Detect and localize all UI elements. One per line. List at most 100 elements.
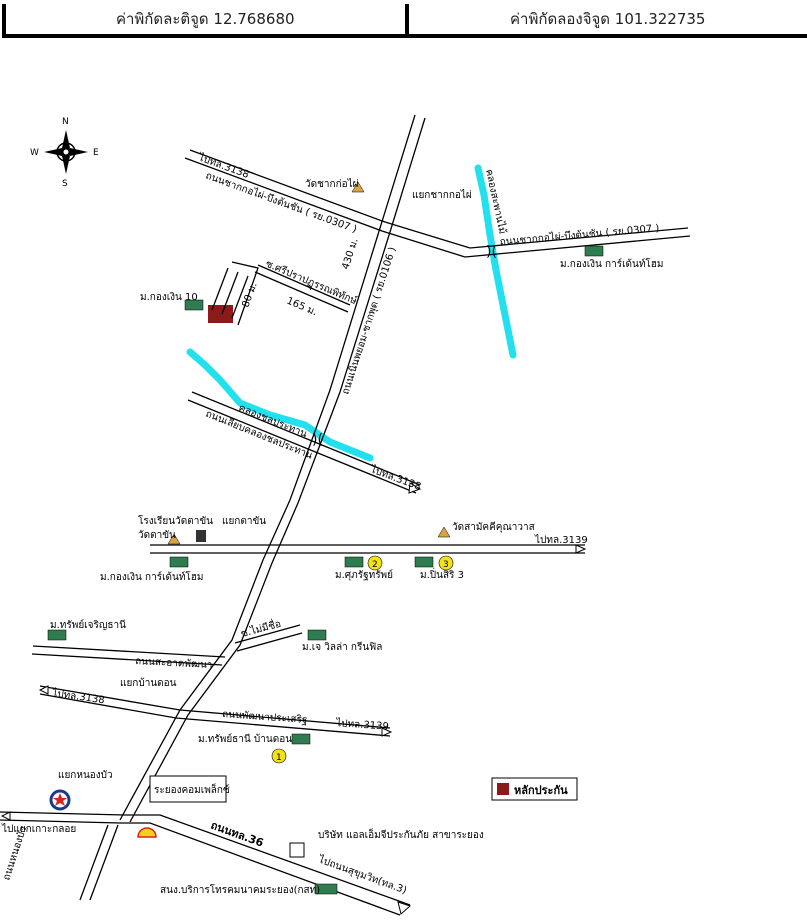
label-road-chakkokai-e: ถนนชากกอไผ่-บึงต้นชัน ( รย.0307 ) — [499, 222, 660, 248]
label-road-36: ถนนทล.36 — [209, 819, 266, 850]
bridge-east-icon: )( — [486, 244, 497, 260]
marker-3-label: 3 — [443, 560, 449, 570]
label-village-garden-w: ม.กองเงิน การ์เด้นท์โฮม — [100, 570, 203, 583]
label-to-taphut: ไปแยกเกาะกลอย — [1, 823, 76, 835]
temple-icon — [437, 526, 451, 538]
label-village-kongngoen-10: ม.กองเงิน 10 — [140, 292, 198, 303]
label-to-3138-left: ไปทล.3138 — [51, 687, 106, 706]
label-road-sahakan: ถนนสะอาดพัฒนา — [135, 656, 213, 671]
label-to-3139-low: ไปทล.3139 — [335, 717, 389, 733]
marker-3 — [438, 555, 454, 571]
label-junction-chakkokai: แยกชากกอไผ่ — [412, 189, 472, 201]
label-to-3138-mid: ไปทล.3138 — [368, 463, 423, 493]
soi-maidaeng-south — [236, 632, 303, 652]
arrow-taphut-icon — [0, 811, 11, 821]
soi-south-edge — [254, 271, 349, 313]
collateral-plot — [208, 305, 233, 323]
label-wat-samakkhi: วัดสามัคคีคุณาวาส — [452, 521, 535, 533]
label-company: บริษัท แอลเอ็มจีประกันภัย สาขาระยอง — [318, 827, 484, 841]
caltex-star-icon — [53, 793, 67, 806]
compass-rose-icon — [44, 130, 88, 174]
label-village-sap-charoen: ม.ทรัพย์เจริญธานี — [50, 619, 126, 631]
bridge-west-icon: )( — [312, 432, 323, 448]
marker-2 — [367, 555, 383, 571]
house-icon — [414, 556, 434, 568]
marker-1 — [271, 748, 287, 764]
house-icon — [307, 629, 327, 641]
house-icon — [344, 556, 364, 568]
road-chakkokai-north — [189, 149, 471, 249]
road-nongbua-west — [79, 824, 109, 901]
coordinate-bar: ค่าพิกัดละติจูด 12.768680 ค่าพิกัดลองจิจ… — [2, 4, 807, 38]
main-road-west-edge — [119, 114, 416, 821]
temple-icon — [167, 533, 181, 545]
company-marker-icon — [289, 842, 305, 858]
label-village-pinsiri: ม.ปิ่นสิริ 3 — [420, 567, 464, 581]
soi-vertical — [231, 261, 259, 326]
legend-swatch — [497, 783, 509, 795]
label-village-kulrat: ม.ศุภรัฐทรัพย์ — [335, 569, 393, 581]
rayong-complex-box — [149, 775, 227, 803]
road-canal-south — [187, 399, 417, 494]
marker-2-label: 2 — [372, 560, 378, 570]
arrow-3138-left-icon — [38, 685, 49, 695]
label-junction-bandon: แยกบ้านดอน — [120, 677, 177, 689]
arrow-sukhumvit-icon — [397, 901, 411, 915]
main-road-east-edge — [129, 117, 426, 823]
house-icon — [584, 245, 604, 257]
label-village-villa: ม.เจ วิลล่า กรีนฟิล — [302, 641, 382, 653]
label-dist-430: 430 ม. — [340, 237, 360, 271]
road-phatthana-south — [39, 693, 391, 737]
arrow-3139-icon — [575, 544, 587, 554]
road-chakkokai-east-south — [464, 235, 691, 258]
house-icon — [184, 299, 204, 311]
road-sahakan-south — [31, 653, 223, 666]
temple-icon — [351, 181, 365, 193]
plot-line-c — [231, 275, 249, 319]
compass-s: S — [62, 179, 68, 189]
longitude-cell: ค่าพิกัดลองจิจูด 101.322735 — [510, 10, 706, 28]
legend-label: หลักประกัน — [514, 784, 568, 797]
road-chakkokai-south — [184, 157, 466, 258]
label-dist-80: 80 ม. — [240, 281, 259, 309]
road-36-south — [0, 819, 401, 916]
marker-1-label: 1 — [276, 753, 282, 763]
road-sahakan-north — [32, 645, 226, 658]
legend-box — [491, 777, 578, 801]
house-icon — [47, 629, 67, 641]
road-canal-north — [191, 391, 421, 486]
house-icon — [169, 556, 189, 568]
canal-west-river — [186, 348, 374, 462]
plot-line-b — [221, 271, 239, 315]
house-icon — [291, 733, 311, 745]
soi-north-edge — [257, 264, 351, 306]
label-dist-165: 165 ม. — [285, 296, 319, 319]
compass-w: W — [30, 148, 39, 158]
road-36-north — [0, 811, 411, 906]
soi-maidaeng-north — [234, 624, 301, 644]
compass-e: E — [93, 148, 99, 158]
rayong-complex-label: ระยองคอมเพล็กซ์ — [154, 782, 230, 796]
label-tot: สนง.บริการโทรคมนาคมระยอง(กสท) — [160, 883, 320, 896]
label-school-tachan: โรงเรียนวัดตาขัน — [138, 514, 213, 527]
office-icon — [314, 883, 338, 895]
label-to-3139: ไปทล.3139 — [534, 534, 588, 546]
road-chakkokai-east-north — [469, 227, 689, 249]
label-wat-chakkokai: วัดชากก่อไผ่ — [305, 178, 359, 190]
compass-n: N — [62, 117, 69, 127]
label-junction-tachan: แยกตาขัน — [222, 516, 266, 527]
label-wat-tachan: วัดตาขัน — [138, 530, 176, 541]
arrow-3139-low-icon — [381, 727, 393, 737]
canal-east-river — [474, 164, 517, 359]
road-phatthana-north — [39, 685, 391, 729]
arrow-3138-mid-icon — [408, 482, 422, 494]
road-nongbua-east — [89, 824, 119, 901]
label-junction-nongbua: แยกหนองบัว — [58, 770, 113, 781]
school-icon — [196, 530, 206, 542]
label-village-garden-e: ม.กองเงิน การ์เด้นท์โฮม — [560, 257, 663, 270]
plot-line-a — [211, 267, 229, 311]
label-village-sap-bandon: ม.ทรัพย์ธานี บ้านดอน — [198, 733, 292, 745]
shell-logo-icon — [137, 827, 157, 838]
coordinate-divider — [404, 4, 409, 34]
